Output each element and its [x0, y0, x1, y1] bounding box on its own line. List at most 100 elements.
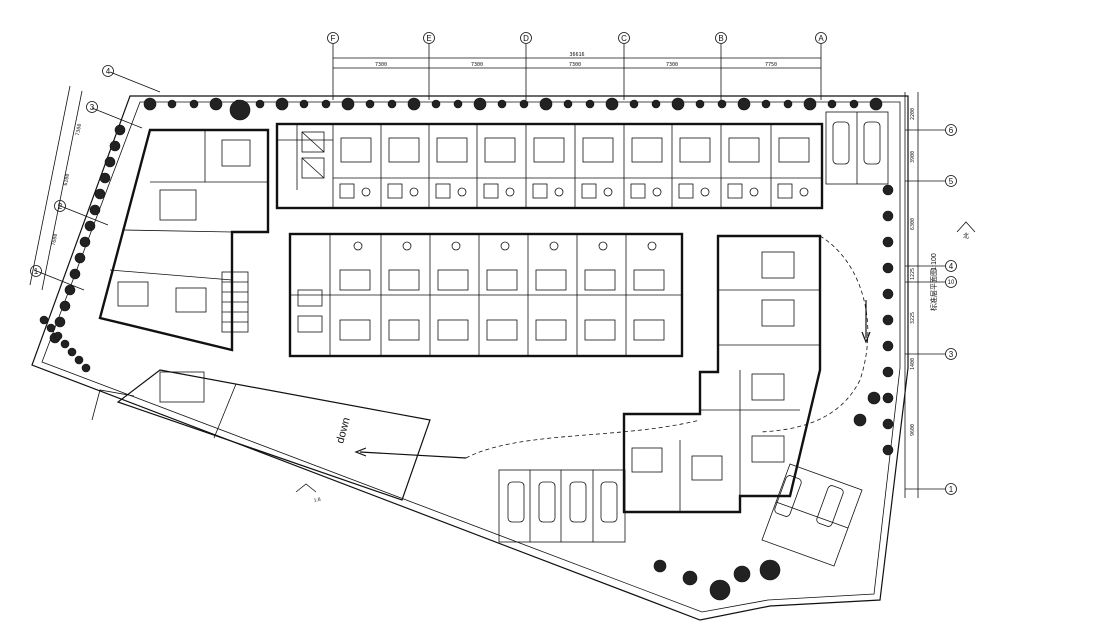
tree-icon — [882, 366, 894, 378]
tree-icon — [431, 99, 441, 109]
tree-icon — [519, 99, 529, 109]
grid-row-label: 3 — [90, 103, 95, 112]
grid-row-label: 2 — [58, 202, 63, 211]
left-wing-building — [98, 128, 270, 352]
tree-icon — [255, 99, 265, 109]
tree-icon — [629, 99, 639, 109]
plan-scale: 1:100 — [931, 253, 938, 271]
tree-icon — [869, 97, 883, 111]
grid-row-label: 1 — [34, 267, 39, 276]
right-dimension: 1400 — [910, 358, 916, 370]
tree-icon — [497, 99, 507, 109]
tree-icon — [761, 99, 771, 109]
grid-row-label: 10 — [948, 280, 955, 286]
total-dimension: 36616 — [569, 52, 584, 58]
tree-icon — [114, 124, 126, 136]
tree-icon — [605, 97, 619, 111]
left-dimension: 7600 — [51, 233, 59, 246]
tree-icon — [365, 99, 375, 109]
tree-icon — [69, 268, 81, 280]
tree-icon — [653, 559, 667, 573]
ramp-gradient-mark: 1:8 — [295, 483, 321, 504]
grid-row-label: 5 — [949, 177, 954, 186]
tree-icon — [882, 314, 894, 326]
parking-ramp: down 1:8 — [91, 369, 467, 504]
right-dimension: 3225 — [910, 312, 916, 324]
tree-icon — [84, 220, 96, 232]
tree-icon — [53, 331, 63, 341]
site-boundary — [31, 95, 909, 621]
grid-col-label: C — [621, 34, 627, 43]
grid-row-label: 3 — [949, 350, 954, 359]
tree-icon — [74, 355, 84, 365]
tree-icon — [473, 97, 487, 111]
right-dimension: 9600 — [910, 424, 916, 436]
right-building — [622, 234, 822, 514]
tree-icon — [299, 99, 309, 109]
north-arrow-icon: 北 — [956, 221, 976, 240]
middle-unit-block — [288, 232, 684, 358]
tree-icon — [759, 559, 781, 581]
tree-icon — [737, 97, 751, 111]
title-block: 标准层平面图 1:100 — [929, 253, 938, 311]
tree-icon — [104, 156, 116, 168]
tree-icon — [189, 99, 199, 109]
grid-col-label: D — [523, 34, 529, 43]
tree-icon — [709, 579, 731, 601]
left-dimension: 7300 — [75, 123, 83, 136]
grid-row-label: 4 — [106, 67, 111, 76]
tree-icon — [849, 99, 859, 109]
tree-icon — [853, 413, 867, 427]
right-dimension: 1225 — [910, 268, 916, 280]
north-label: 北 — [963, 232, 969, 240]
tree-icon — [539, 97, 553, 111]
tree-icon — [563, 99, 573, 109]
tree-icon — [59, 300, 71, 312]
tree-icon — [89, 204, 101, 216]
tree-icon — [64, 284, 76, 296]
right-dimension: 6300 — [910, 218, 916, 230]
grid-col-label: B — [718, 34, 723, 43]
tree-icon — [882, 392, 894, 404]
tree-icon — [783, 99, 793, 109]
right-dimension: 2200 — [910, 108, 916, 120]
tree-icon — [453, 99, 463, 109]
tree-icon — [407, 97, 421, 111]
tree-icon — [54, 316, 66, 328]
tree-icon — [67, 347, 77, 357]
grid-col-label: F — [331, 34, 336, 43]
driveway-path — [465, 235, 869, 459]
tree-icon — [882, 262, 894, 274]
tree-icon — [46, 323, 56, 333]
segment-dimension: 7300 — [375, 62, 387, 68]
tree-icon — [74, 252, 86, 264]
tree-icon — [882, 210, 894, 222]
tree-icon — [321, 99, 331, 109]
tree-icon — [882, 236, 894, 248]
grid-row-label: 4 — [949, 262, 954, 271]
ramp-arrow-icon — [354, 447, 467, 459]
right-axis-grid: 6 5 4 10 3 1 2200 3900 6300 1225 3225 14… — [904, 92, 957, 498]
top-axis-grid: F E D C B A 36616 7300 7300 7300 7300 77… — [327, 32, 827, 100]
tree-icon — [94, 188, 106, 200]
parking-stalls-bottom — [498, 469, 626, 543]
grid-row-label: 1 — [949, 485, 954, 494]
tree-icon — [143, 97, 157, 111]
tree-icon — [695, 99, 705, 109]
top-unit-row — [275, 122, 824, 210]
tree-icon — [229, 99, 251, 121]
tree-icon — [387, 99, 397, 109]
ramp-direction-label: down — [334, 416, 352, 445]
tree-icon — [341, 97, 355, 111]
segment-dimension: 7300 — [569, 62, 581, 68]
left-axis-grid: 4 3 2 1 7300 6100 7600 — [29, 65, 161, 291]
driveway-arrow-icon — [861, 300, 871, 344]
parking-stalls-angled — [761, 463, 863, 567]
tree-icon — [827, 99, 837, 109]
segment-dimension: 7750 — [765, 62, 777, 68]
tree-icon — [717, 99, 727, 109]
tree-icon — [882, 418, 894, 430]
tree-icon — [81, 363, 91, 373]
tree-icon — [867, 391, 881, 405]
